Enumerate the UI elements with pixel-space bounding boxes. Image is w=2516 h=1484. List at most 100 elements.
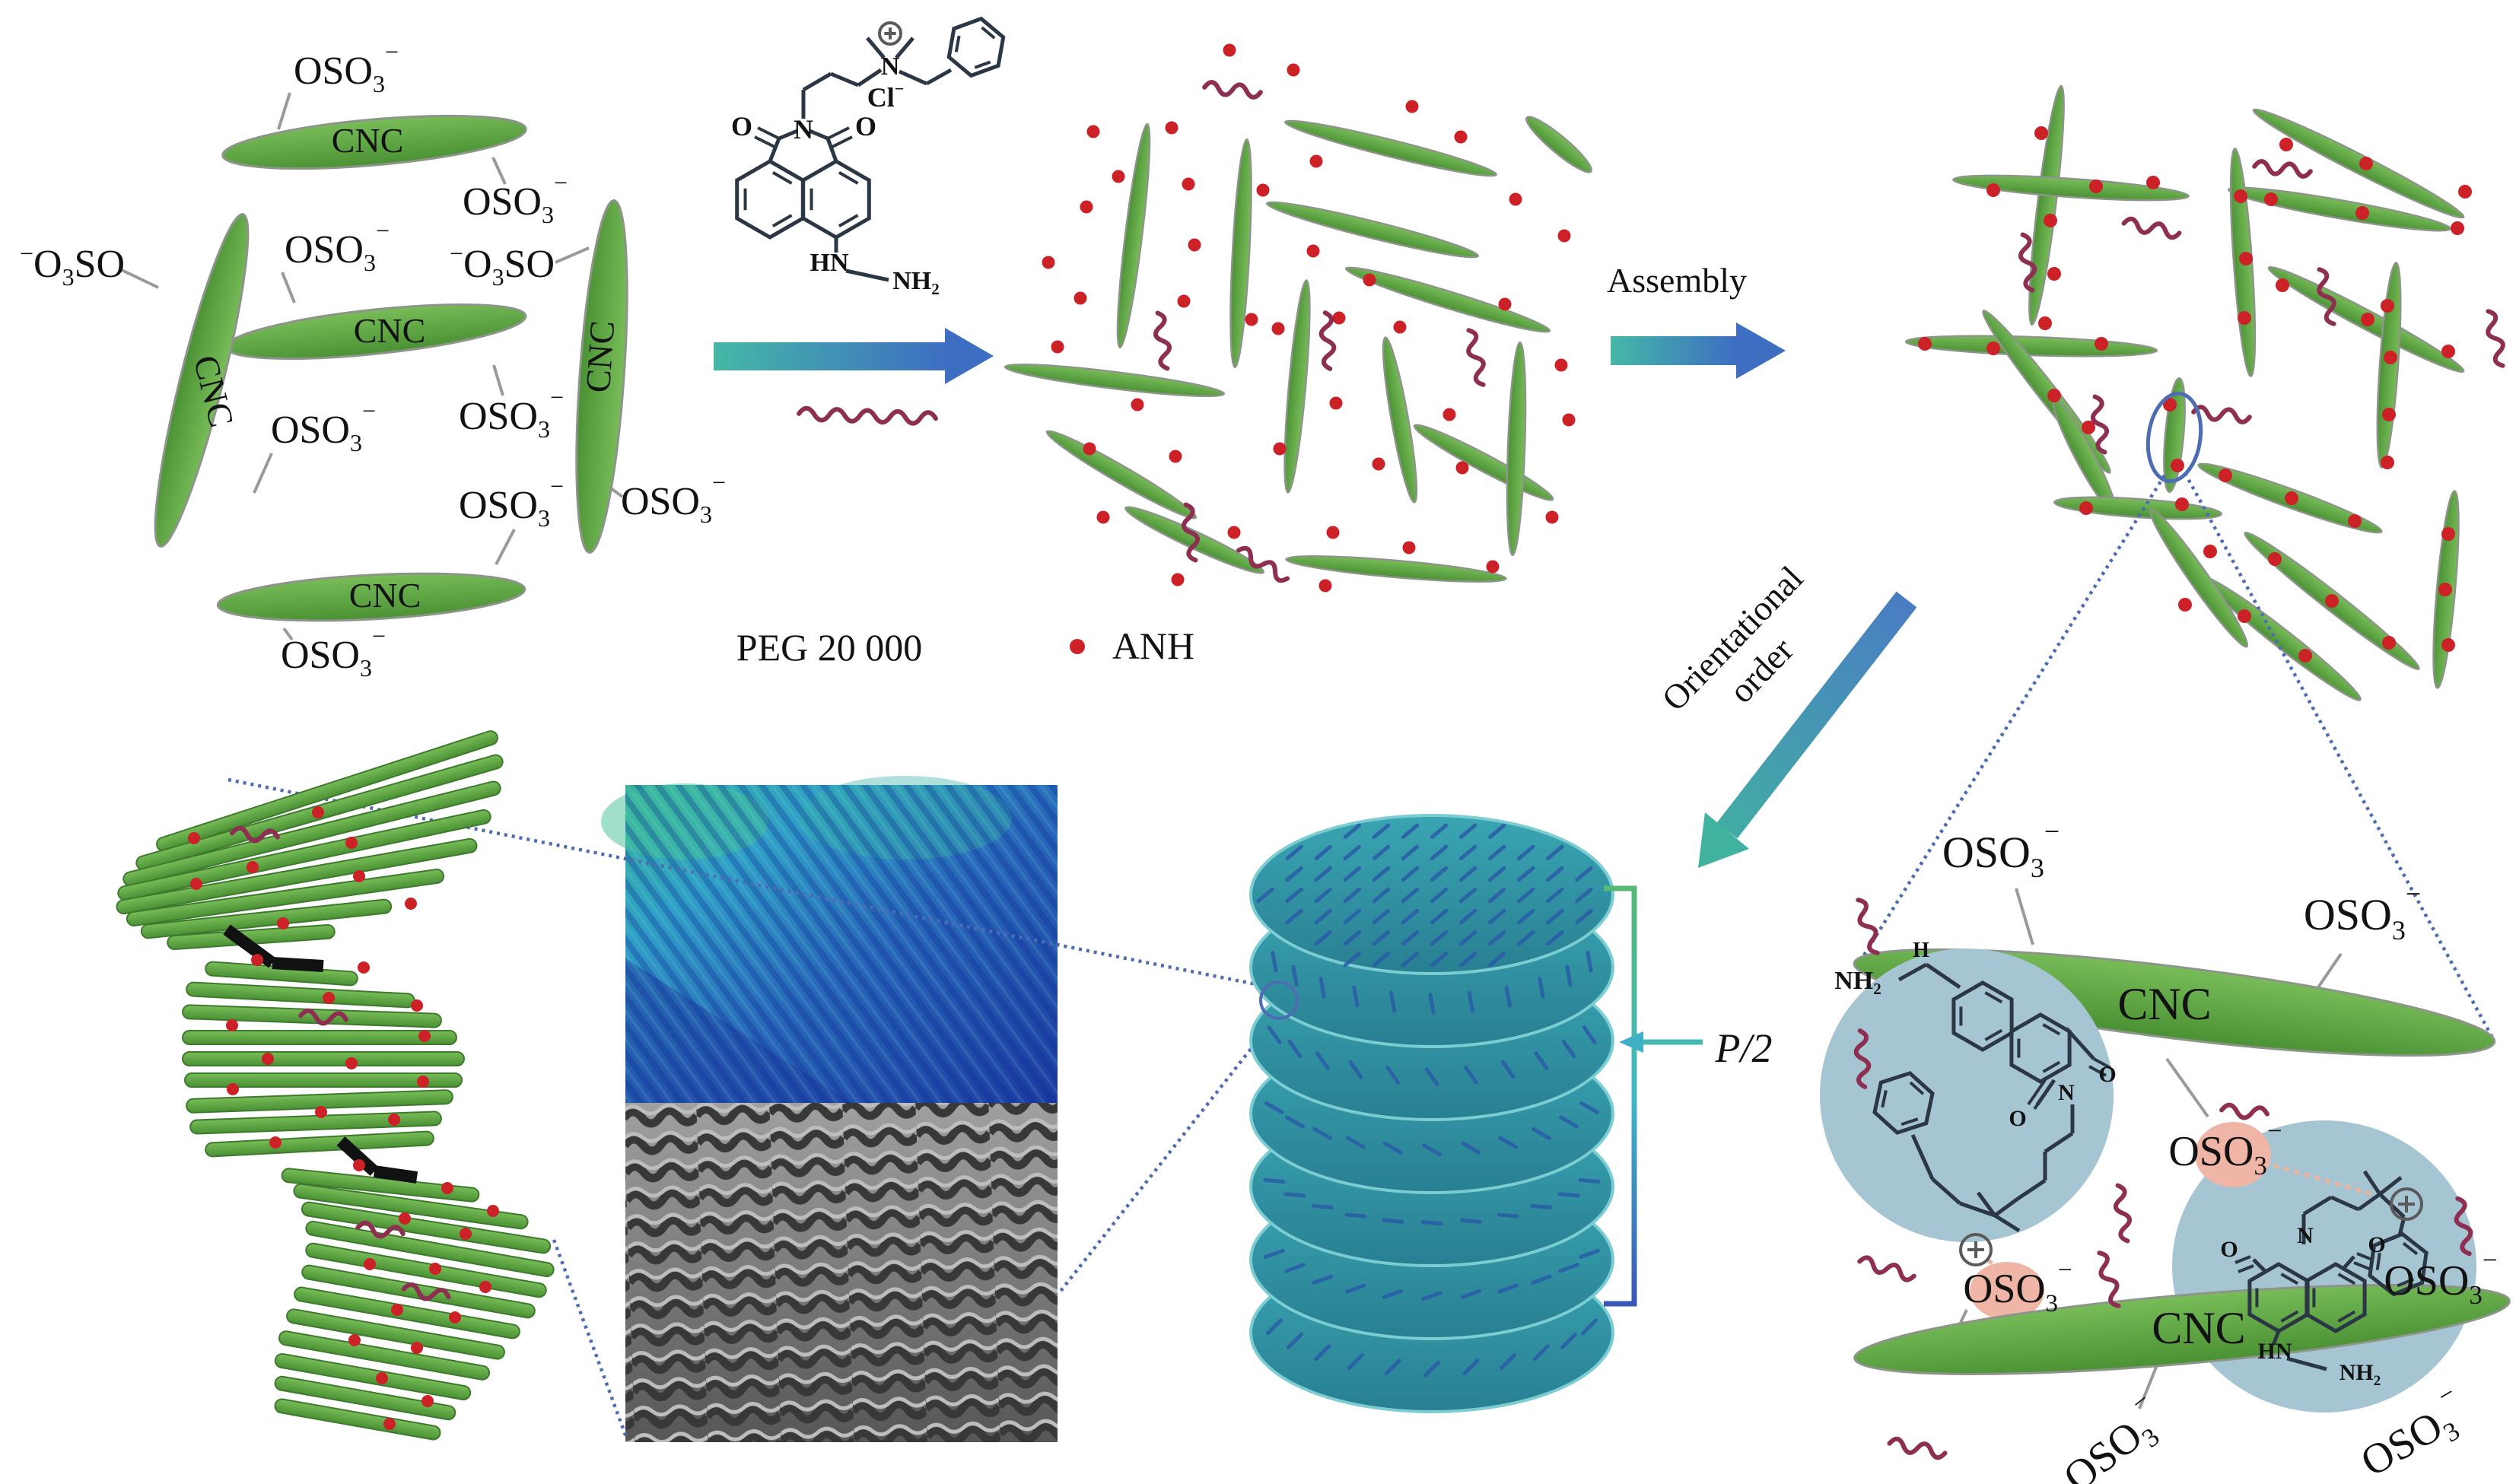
sulfate-counterion-circle (2195, 1122, 2271, 1187)
molecule-ring (2368, 1231, 2429, 1297)
oso3-label: OSO3− (463, 169, 568, 228)
anh-molecule-circle (1820, 949, 2114, 1242)
molecule-ring (2304, 1262, 2367, 1333)
director-dash (1343, 908, 1361, 925)
molecule-bond (954, 35, 961, 52)
anh-dot (1318, 579, 1332, 593)
director-dash (1422, 1143, 1442, 1157)
peg-squiggle (1887, 1436, 1948, 1460)
connector-line (2138, 1365, 2158, 1409)
anh-dot (2163, 398, 2177, 412)
oso3-label: OSO3− (2047, 1385, 2177, 1484)
molecule-bond (2378, 1176, 2403, 1196)
connector-line (495, 529, 516, 565)
director-dash (1287, 1332, 1303, 1349)
director-dash (1488, 952, 1506, 968)
director-dash (1401, 844, 1420, 861)
peg-squiggle (2454, 1196, 2473, 1257)
helix-node (223, 924, 276, 968)
connector-line (253, 453, 273, 494)
molecule-bond (857, 68, 883, 87)
anh-dot (1177, 294, 1191, 308)
director-dash (1284, 1263, 1306, 1273)
director-dash (1345, 1283, 1366, 1294)
pitch-bracket-path (1604, 885, 1703, 1307)
director-dash (1458, 844, 1477, 861)
oso3-label: OSO3− (1963, 1257, 2072, 1317)
anh-dot (2325, 594, 2339, 608)
director-dash (1424, 1067, 1439, 1087)
molecule-double-bond (2088, 1065, 2107, 1077)
director-dash (1498, 1136, 1519, 1149)
director-dash (1488, 887, 1506, 904)
director-dash (1285, 887, 1303, 904)
helix-rod (117, 809, 491, 901)
director-dash (1382, 1141, 1403, 1155)
peg-squiggle (298, 1008, 348, 1026)
anh-dot (2458, 185, 2472, 199)
anh-dot (1096, 510, 1110, 524)
molecule-bond (2065, 1027, 2095, 1060)
connector-line (2015, 888, 2034, 945)
anh-dot (1326, 526, 1340, 539)
anh-dot (1405, 100, 1419, 113)
anh-dot (345, 837, 358, 849)
molecule-bond (2397, 1277, 2415, 1288)
molecule-bond (2271, 1330, 2281, 1346)
anh-dot (1372, 457, 1385, 471)
magnifier-circle (1259, 980, 1299, 1020)
director-dash (1430, 844, 1449, 861)
panel-interaction-detail: OSO3−OSO3−CNCOSO3−OSO3−CNCOSO3−OSO3−OSO3… (1820, 816, 2511, 1484)
director-dash (1497, 1283, 1519, 1294)
anh-dot (2171, 459, 2184, 472)
molecule-bond (2280, 1273, 2299, 1285)
assembly-label: Assembly (1607, 261, 1747, 300)
director-dash (1285, 844, 1303, 861)
molecule-bond (2362, 1170, 2382, 1196)
molecule-double-bond (2027, 1079, 2047, 1106)
director-dash (1372, 844, 1391, 861)
peg-squiggle (2018, 232, 2037, 293)
cnc-rod (1853, 1283, 2511, 1376)
plus-charge-icon (1959, 1233, 1993, 1266)
anh-dot (1306, 244, 1320, 258)
panel-mixture (1004, 43, 1592, 593)
director-dash (1488, 866, 1506, 882)
anh-dot (383, 1418, 396, 1430)
peg-squiggle (355, 1220, 406, 1239)
molecule-bond (830, 71, 859, 87)
oso3-label: OSO3− (459, 383, 564, 443)
cnc-label: CNC (578, 319, 622, 394)
helix-rod (182, 1004, 442, 1028)
director-dash (1343, 823, 1361, 840)
director-dash (1314, 866, 1332, 882)
helix-rod (294, 1286, 520, 1339)
director-dash (1343, 952, 1361, 968)
molecule-bond (2016, 1178, 2047, 1201)
director-dash (1467, 990, 1474, 1013)
cnc-rod (1004, 363, 1226, 398)
orientational-arrow-head-icon (1698, 812, 1749, 868)
anh-dot (2082, 421, 2095, 434)
connector-line (492, 364, 504, 396)
director-dash (1458, 823, 1477, 840)
molecule-bond (895, 37, 914, 59)
peg-squiggle (1857, 1255, 1916, 1282)
director-dash (1430, 952, 1449, 968)
anh-dot (1918, 337, 1932, 351)
hn-label: HN (810, 249, 849, 277)
cnc-rod (1344, 266, 1551, 333)
hn-label: HN (2258, 1339, 2292, 1364)
anh-dot (1554, 358, 1568, 372)
anh-dot (1442, 408, 1456, 421)
anh-dot (441, 1182, 453, 1194)
molecule-bond (898, 69, 928, 86)
cnc-rod (1116, 122, 1151, 349)
anh-dot (1329, 396, 1343, 410)
molecule-double-bond (757, 126, 780, 140)
text-label: O (2098, 1062, 2116, 1087)
molecule-ring (1872, 1071, 1935, 1135)
text-label: N (2297, 1223, 2314, 1248)
director-dash (1579, 1101, 1599, 1114)
